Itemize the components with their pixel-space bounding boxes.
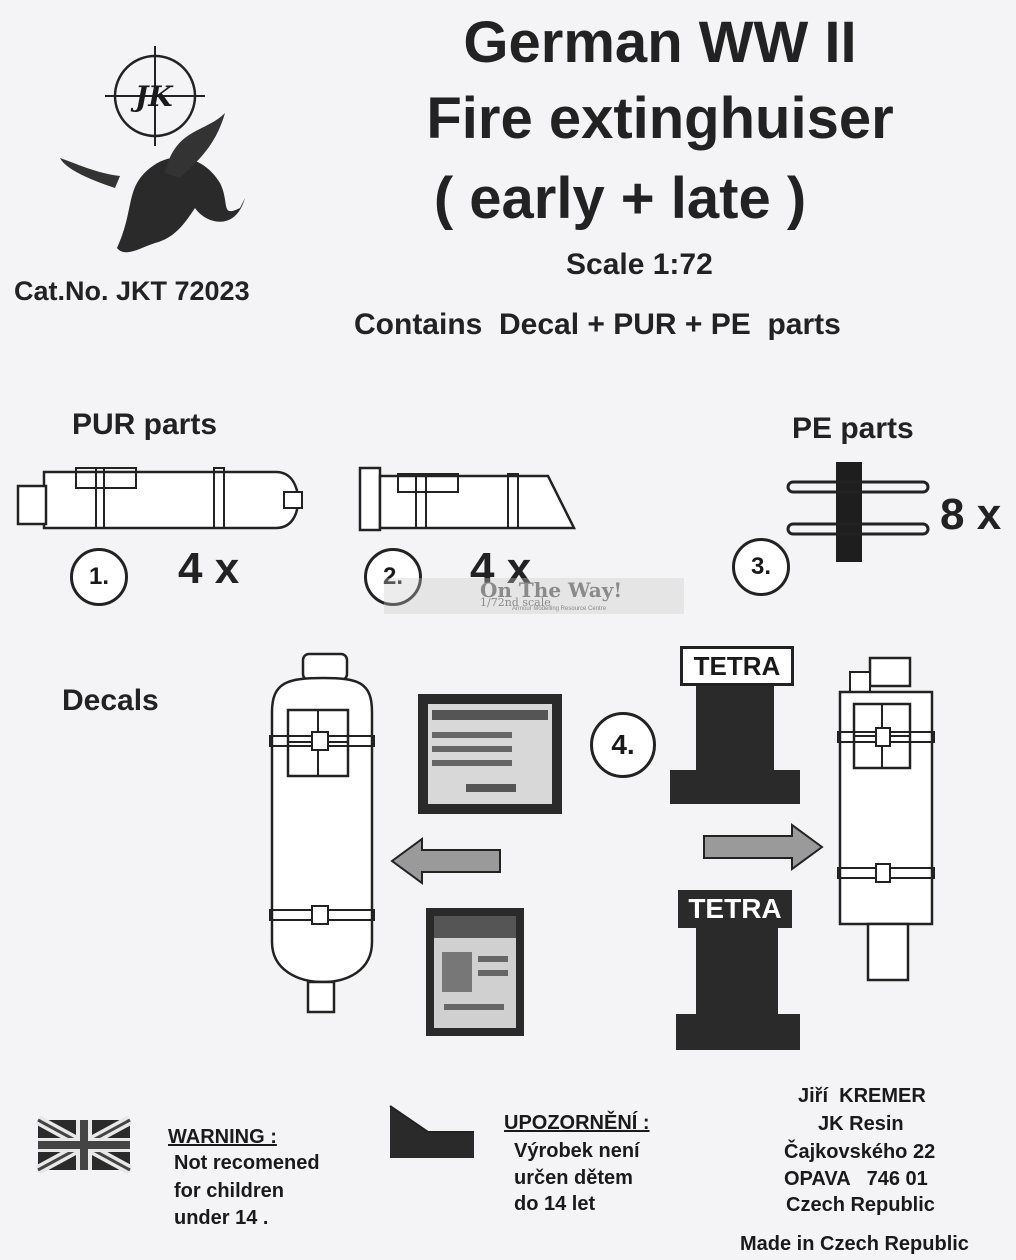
part-1-quantity: 4 x bbox=[178, 544, 240, 593]
tetra-label-bottom: TETRA bbox=[678, 890, 792, 928]
tetra-plate-top bbox=[696, 686, 774, 772]
part-3-quantity: 8 x bbox=[940, 490, 1002, 539]
address-line-3: Čajkovského 22 bbox=[784, 1141, 936, 1163]
arrow-left-icon bbox=[390, 837, 501, 885]
pur-parts-heading: PUR parts bbox=[72, 408, 218, 441]
upozorneni-line-3: do 14 let bbox=[514, 1193, 596, 1215]
catalog-number: Cat.No. JKT 72023 bbox=[14, 276, 250, 306]
tetra-base-top bbox=[670, 770, 800, 804]
tetra-decal-top: TETRA bbox=[670, 646, 800, 806]
czech-flag-icon bbox=[389, 1105, 474, 1158]
griffin-logo-icon bbox=[60, 46, 245, 253]
address-line-1: Jiří KREMER bbox=[798, 1085, 926, 1107]
logo-letters: JK bbox=[135, 80, 173, 113]
watermark-scale: 1/72nd scale bbox=[480, 596, 551, 609]
watermark-tagline: Armour Modelling Resource Centre bbox=[512, 606, 607, 612]
decals-heading: Decals bbox=[62, 684, 159, 717]
warning-title: WARNING : bbox=[168, 1126, 277, 1148]
decal-label-1 bbox=[418, 694, 562, 814]
title-line-2: Fire extinghuiser bbox=[426, 86, 894, 151]
arrow-right-icon bbox=[703, 823, 824, 871]
pe-parts-heading: PE parts bbox=[792, 412, 914, 445]
pur-part-2-drawing bbox=[358, 466, 577, 532]
tetra-label-top: TETRA bbox=[680, 646, 794, 686]
uk-flag-icon bbox=[35, 1115, 133, 1175]
part-1-number: 1. bbox=[70, 548, 128, 606]
upozorneni-line-2: určen dětem bbox=[514, 1167, 633, 1189]
part-2-quantity: 4 x bbox=[470, 544, 532, 593]
title-line-3: ( early + late ) bbox=[433, 166, 807, 231]
warning-line-1: Not recomened bbox=[174, 1152, 320, 1174]
pur-part-1-drawing bbox=[16, 467, 303, 530]
extinguisher-late-drawing bbox=[269, 652, 375, 1014]
decal-4-number: 4. bbox=[590, 712, 656, 778]
warning-line-3: under 14 . bbox=[174, 1207, 269, 1229]
address-line-4: OPAVA 746 01 bbox=[784, 1168, 928, 1190]
warning-line-2: for children bbox=[174, 1180, 285, 1202]
watermark-text: On The Way! bbox=[480, 578, 623, 602]
part-2-number: 2. bbox=[364, 548, 422, 606]
upozorneni-line-1: Výrobek není bbox=[514, 1140, 640, 1162]
tetra-decal-bottom: TETRA bbox=[672, 890, 802, 1052]
tetra-base-bottom bbox=[676, 1014, 800, 1050]
contains-label: Contains Decal + PUR + PE parts bbox=[354, 308, 841, 341]
tetra-plate-bottom bbox=[696, 926, 778, 1016]
address-line-5: Czech Republic bbox=[786, 1194, 935, 1216]
title-line-1: German WW II bbox=[463, 10, 857, 75]
watermark: On The Way! 1/72nd scale Armour Modellin… bbox=[384, 578, 684, 614]
scale-label: Scale 1:72 bbox=[566, 248, 713, 281]
address-line-2: JK Resin bbox=[818, 1113, 904, 1135]
decal-label-2 bbox=[426, 908, 524, 1036]
made-in-label: Made in Czech Republic bbox=[740, 1233, 969, 1255]
extinguisher-early-drawing bbox=[837, 656, 935, 982]
logo: JK bbox=[55, 38, 255, 263]
upozorneni-title: UPOZORNĚNÍ : bbox=[504, 1112, 650, 1134]
pe-part-drawing bbox=[786, 462, 930, 562]
part-3-number: 3. bbox=[732, 538, 790, 596]
